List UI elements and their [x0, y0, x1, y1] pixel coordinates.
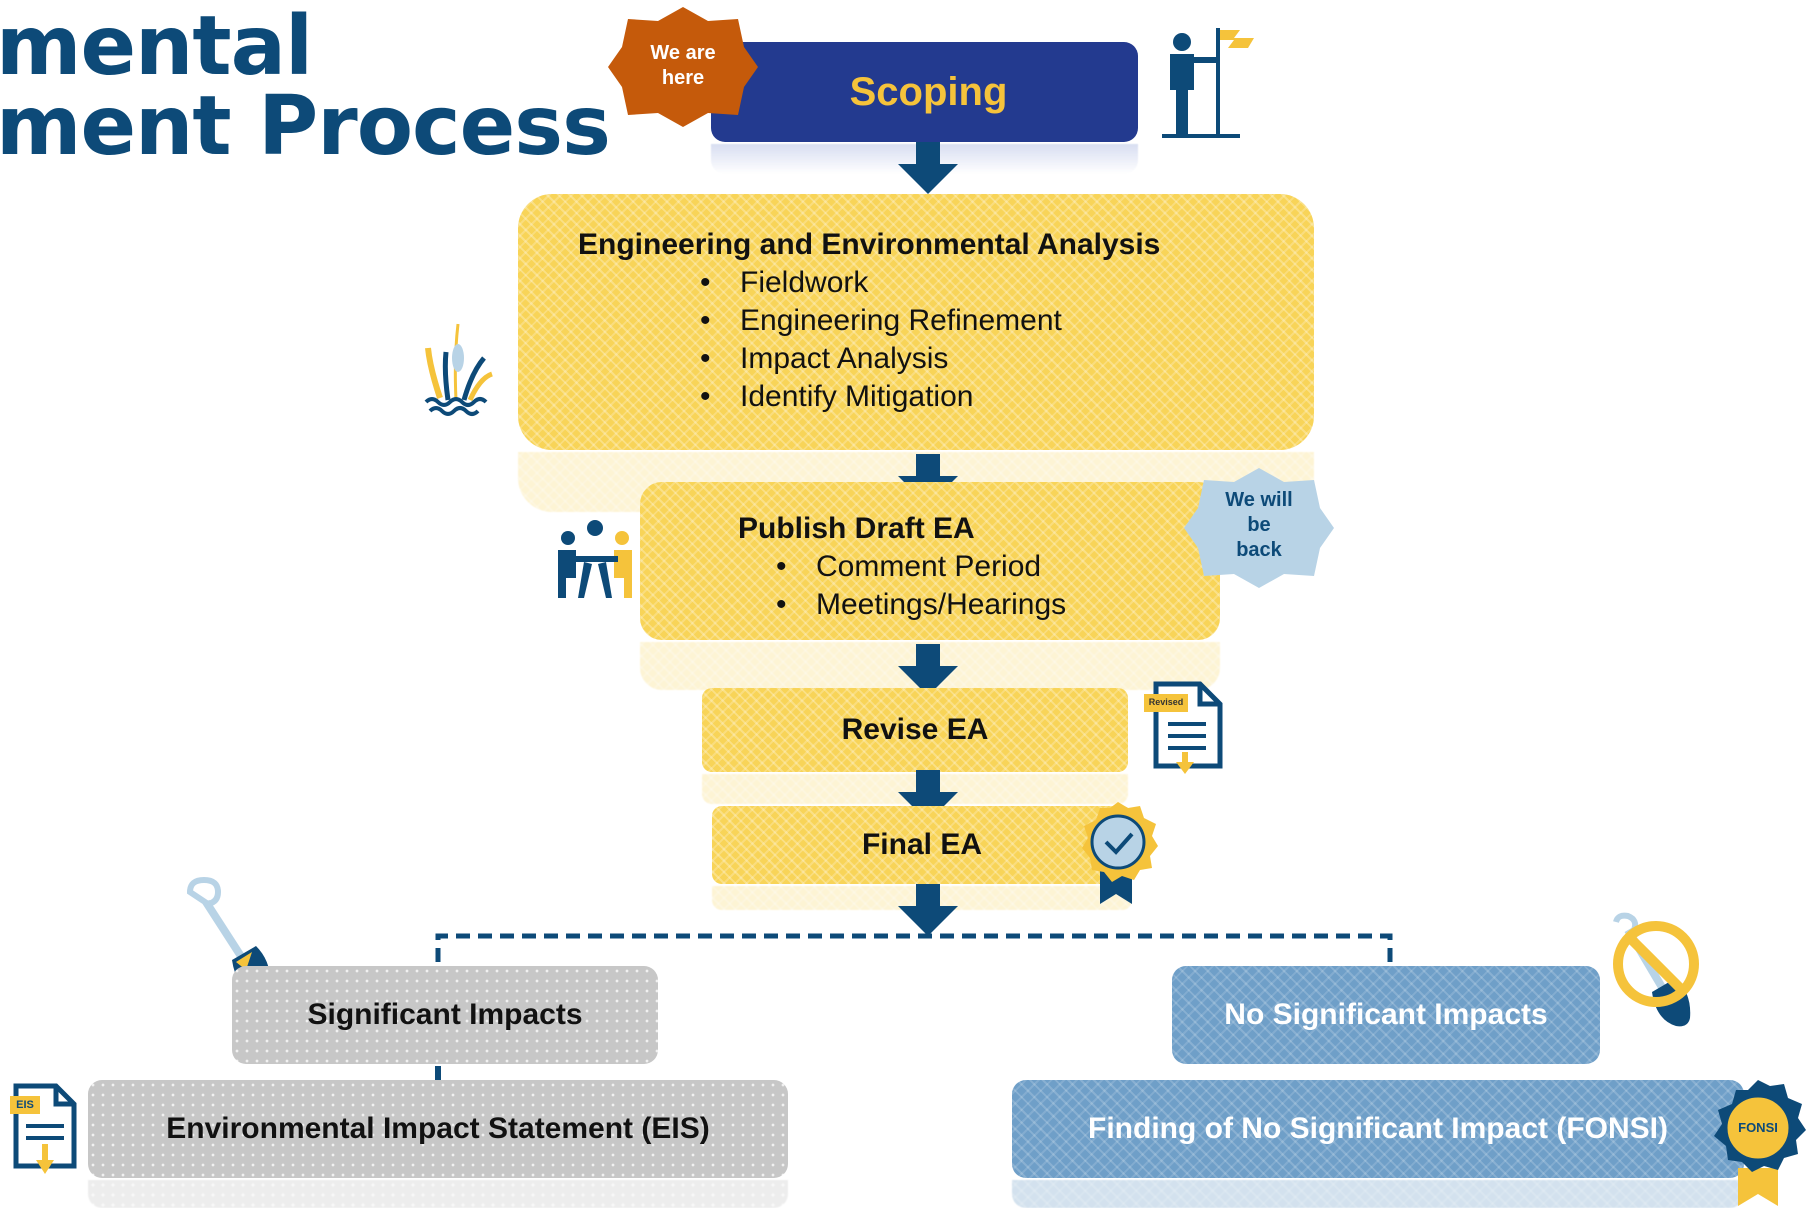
we-are-here-badge: We are here [608, 5, 758, 129]
analysis-item: Fieldwork [700, 264, 1314, 302]
significant-label: Significant Impacts [307, 998, 583, 1031]
draft-item: Comment Period [776, 548, 1220, 586]
eis-document-icon: EIS [8, 1082, 78, 1178]
arrow-down-1 [898, 142, 958, 194]
revise-label: Revise EA [841, 713, 989, 746]
draft-heading: Publish Draft EA [738, 512, 975, 545]
eis-box: Environmental Impact Statement (EIS) [88, 1080, 788, 1178]
draft-box: Publish Draft EA Comment Period Meetings… [640, 482, 1220, 640]
person-flag-icon [1162, 28, 1254, 138]
title-line-1: mental [0, 0, 313, 94]
analysis-heading: Engineering and Environmental Analysis [578, 228, 1161, 261]
arrow-down-3 [898, 644, 958, 696]
analysis-box: Engineering and Environmental Analysis F… [518, 194, 1314, 450]
cattail-icon [424, 323, 493, 416]
branch-connector [435, 933, 1393, 1080]
eis-label: Environmental Impact Statement (EIS) [166, 1112, 710, 1145]
no-significant-label: No Significant Impacts [1224, 998, 1548, 1031]
fonsi-seal-label: FONSI [1738, 1120, 1778, 1135]
no-shovel-icon [1613, 912, 1699, 1027]
eis-reflection [88, 1180, 788, 1208]
revised-tag: Revised [1148, 697, 1184, 707]
analysis-item: Impact Analysis [700, 340, 1314, 378]
scoping-label: Scoping [849, 69, 1008, 114]
final-label: Final EA [861, 828, 982, 861]
fonsi-reflection [1012, 1180, 1744, 1208]
no-significant-box: No Significant Impacts [1172, 966, 1600, 1064]
we-are-here-text: We are here [650, 42, 716, 89]
draft-item: Meetings/Hearings [776, 586, 1220, 624]
scoping-box: Scoping [711, 42, 1138, 142]
arrow-down-5 [898, 884, 958, 936]
analysis-item: Identify Mitigation [700, 378, 1314, 416]
we-will-be-back-badge: We will be back [1184, 466, 1334, 590]
eis-tag: EIS [16, 1099, 34, 1111]
draft-list: Comment Period Meetings/Hearings [776, 548, 1220, 624]
analysis-list: Fieldwork Engineering Refinement Impact … [700, 264, 1314, 416]
we-will-be-back-text: We will be back [1225, 489, 1293, 561]
significant-box: Significant Impacts [232, 966, 658, 1064]
fonsi-label: Finding of No Significant Impact (FONSI) [1088, 1112, 1668, 1145]
analysis-item: Engineering Refinement [700, 302, 1314, 340]
arrow-down-2 [898, 454, 958, 506]
fonsi-box: Finding of No Significant Impact (FONSI) [1012, 1080, 1744, 1178]
badge-shape-orange [608, 7, 758, 127]
fonsi-seal-icon: FONSI [1708, 1078, 1808, 1208]
badge-shape-blue [1184, 468, 1334, 588]
final-box: Final EA [712, 806, 1132, 884]
revised-document-icon: Revised [1140, 680, 1224, 776]
revise-reflection [702, 774, 1128, 804]
revise-box: Revise EA [702, 688, 1128, 772]
title-line-2: ment Process [0, 79, 611, 174]
meeting-icon [558, 520, 632, 598]
award-seal-icon [1082, 802, 1158, 904]
